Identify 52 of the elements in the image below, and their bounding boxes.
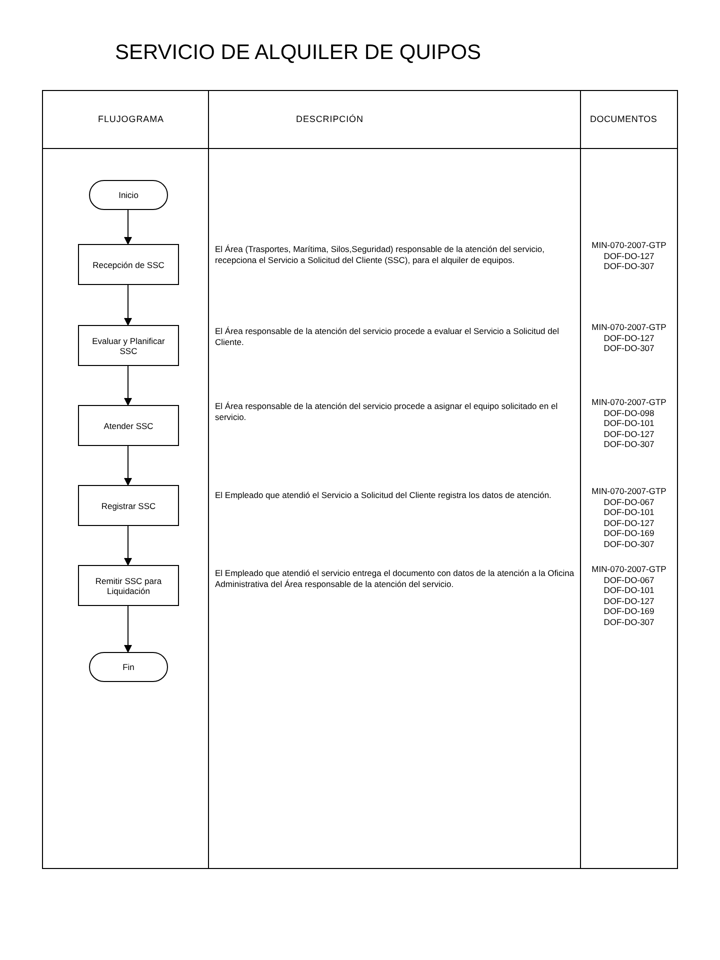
document-code: DOF-DO-127 bbox=[604, 332, 654, 343]
arrow bbox=[124, 366, 132, 406]
description-text: El Empleado que atendió el servicio entrega el documento con datos de la atención a la Oficina Administrativa del Área responsable de la atención del servicio. bbox=[215, 568, 575, 590]
column-header: FLUJOGRAMA bbox=[98, 113, 164, 126]
node-label: Recepción de SSC bbox=[92, 260, 164, 270]
document-code: DOF-DO-101 bbox=[604, 418, 654, 428]
node-label: Fin bbox=[122, 662, 134, 672]
process-box bbox=[78, 325, 179, 366]
document-code: DOF-DO-127 bbox=[604, 518, 654, 528]
document-code: MIN-070-2007-GTP bbox=[592, 397, 666, 408]
arrow bbox=[124, 446, 132, 486]
arrow bbox=[124, 526, 132, 566]
document-code: MIN-070-2007-GTP bbox=[592, 240, 666, 250]
page-title: SERVICIO DE ALQUILER DE QUIPOS bbox=[115, 42, 482, 63]
document-code: DOF-DO-127 bbox=[604, 428, 654, 439]
process-box bbox=[78, 244, 179, 285]
document-code: MIN-070-2007-GTP bbox=[592, 486, 666, 496]
description-text: El Área responsable de la atención del servicio procede a asignar el equipo solicitado en el servicio. bbox=[215, 401, 559, 423]
column-header: DOCUMENTOS bbox=[590, 113, 658, 126]
document-code: DOF-DO-127 bbox=[604, 596, 654, 606]
description-text: El Empleado que atendió el Servicio a Solicitud del Cliente registra los datos de atención. bbox=[215, 490, 552, 501]
node-label: Registrar SSC bbox=[101, 500, 156, 510]
arrow bbox=[124, 606, 132, 653]
terminal-pill bbox=[89, 180, 168, 210]
arrow bbox=[124, 210, 132, 245]
document-code: DOF-DO-067 bbox=[604, 574, 654, 585]
document-code: DOF-DO-169 bbox=[604, 606, 654, 616]
column-header: DESCRIPCIÓN bbox=[296, 113, 364, 126]
document-code: MIN-070-2007-GTP bbox=[592, 322, 666, 332]
document-code: DOF-DO-307 bbox=[604, 439, 654, 450]
arrow bbox=[124, 284, 132, 326]
description-text: El Área responsable de la atención del servicio procede a evaluar el Servicio a Solicitud del Cliente. bbox=[215, 326, 560, 348]
document-code: DOF-DO-127 bbox=[604, 250, 654, 261]
document-code: DOF-DO-307 bbox=[604, 616, 654, 627]
document-code: DOF-DO-307 bbox=[604, 343, 654, 354]
process-box bbox=[78, 405, 179, 446]
node-label: Inicio bbox=[118, 190, 138, 200]
node-label: Evaluar y Planificar SSC bbox=[91, 336, 166, 356]
document-code: DOF-DO-101 bbox=[604, 585, 654, 596]
node-label: Remitir SSC para Liquidación bbox=[94, 576, 163, 596]
document-code: DOF-DO-067 bbox=[604, 496, 654, 507]
description-text: El Área (Trasportes, Marítima, Silos,Seguridad) responsable de la atención del servicio, recepciona el Servicio a Solicitud del Cliente (SSC), para el alquiler de equipos. bbox=[215, 244, 546, 266]
terminal-pill bbox=[89, 652, 168, 682]
document-code: DOF-DO-307 bbox=[604, 538, 654, 549]
document-code: DOF-DO-098 bbox=[604, 408, 654, 418]
process-box bbox=[78, 485, 179, 526]
document-code: DOF-DO-101 bbox=[604, 507, 654, 518]
document-code: MIN-070-2007-GTP bbox=[592, 564, 666, 574]
node-label: Atender SSC bbox=[104, 420, 154, 430]
document-code: DOF-DO-307 bbox=[604, 261, 654, 272]
process-box bbox=[78, 565, 179, 606]
document-code: DOF-DO-169 bbox=[604, 528, 654, 538]
